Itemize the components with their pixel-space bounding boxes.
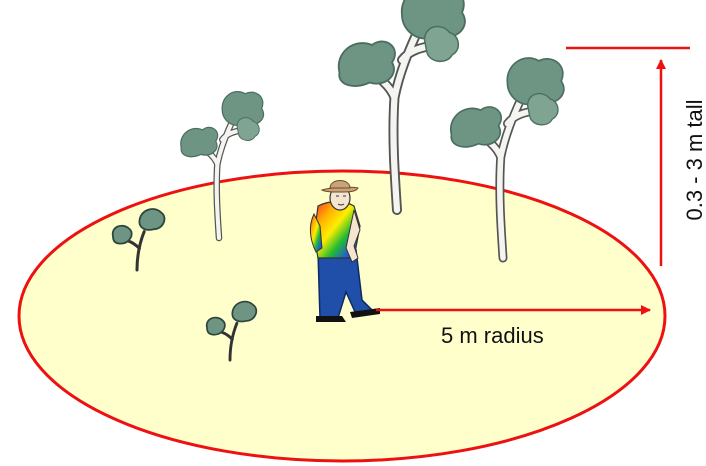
height-label: 0.3 - 3 m tall	[682, 99, 706, 220]
radius-label: 5 m radius	[441, 323, 544, 348]
